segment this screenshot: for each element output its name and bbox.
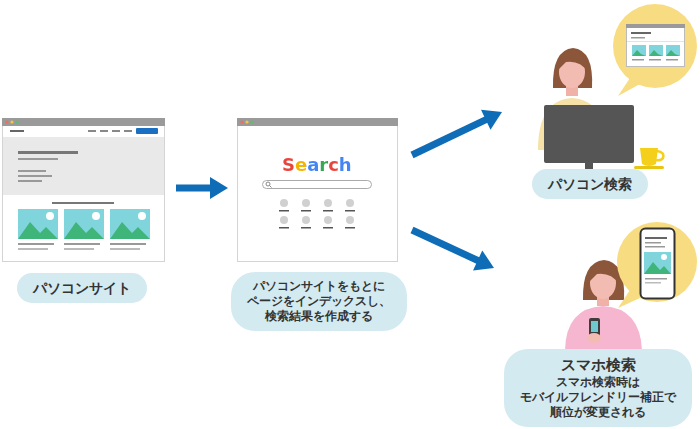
flow-arrow xyxy=(412,230,494,270)
label-pill: パソコンサイト xyxy=(17,273,147,303)
arrow-shaft xyxy=(412,119,488,155)
phone-search-step: スマホ検索スマホ検索時は モバイルフレンドリー補正で 順位が変更される xyxy=(494,212,700,429)
pc-search-step: パソコン検索 xyxy=(502,0,698,205)
search-window xyxy=(237,118,398,262)
arrow-shaft xyxy=(412,230,479,261)
step-text: パソコンサイトをもとに ページをインデックスし、 検索結果を作成する xyxy=(247,279,391,324)
flow-arrow xyxy=(412,110,502,155)
speech-bubble-phone xyxy=(617,222,697,308)
pc-site-window xyxy=(2,118,165,262)
search-logo: Search xyxy=(282,154,352,176)
step-text: パソコン検索 xyxy=(548,175,632,193)
step-text: パソコンサイト xyxy=(33,279,131,297)
label-pill: パソコン検索 xyxy=(532,169,648,199)
label-pill: スマホ検索スマホ検索時は モバイルフレンドリー補正で 順位が変更される xyxy=(504,349,692,427)
speech-bubble-pc xyxy=(613,4,697,96)
pc-site-step: パソコンサイト xyxy=(0,112,176,307)
arrow-shaft xyxy=(176,185,212,192)
step-heading: スマホ検索 xyxy=(520,356,676,375)
arrow-head xyxy=(481,110,502,130)
step-text: スマホ検索時は モバイルフレンドリー補正で 順位が変更される xyxy=(520,375,676,420)
index-step: パソコンサイトをもとに ページをインデックスし、 検索結果を作成する xyxy=(228,112,412,334)
monitor xyxy=(544,105,634,174)
coffee-cup xyxy=(634,148,664,169)
flow-arrow xyxy=(176,177,228,199)
arrow-head xyxy=(473,250,494,270)
arrow-head xyxy=(210,177,228,199)
label-pill: パソコンサイトをもとに ページをインデックスし、 検索結果を作成する xyxy=(231,272,407,331)
